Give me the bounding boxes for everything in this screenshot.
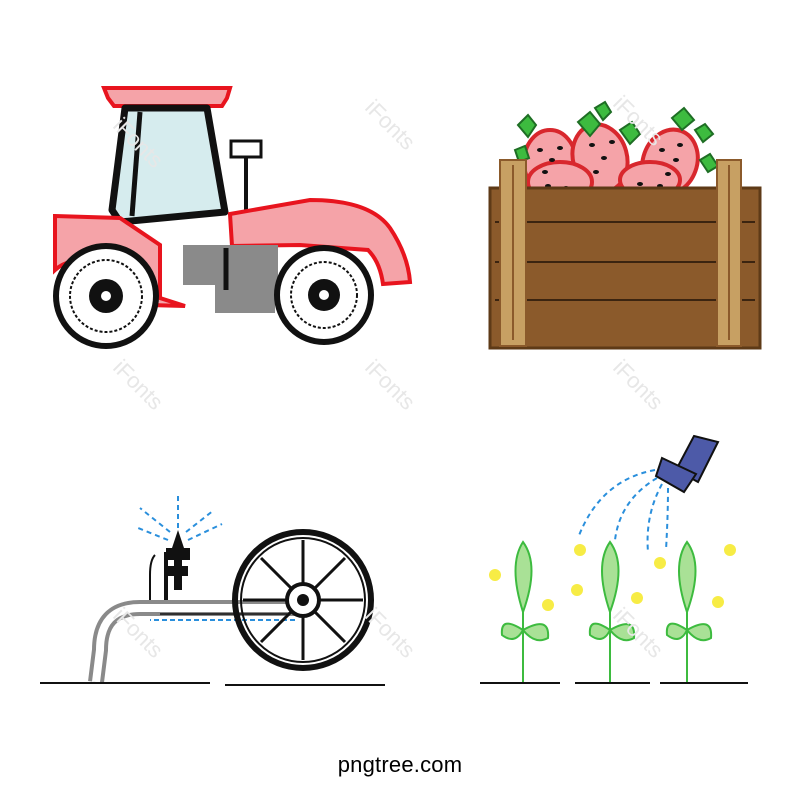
- sprinkler-reel-icon: [40, 492, 385, 686]
- tractor-icon: [53, 86, 413, 349]
- site-brand-footer: pngtree.com: [337, 752, 463, 777]
- fruit-crate-icon: [488, 100, 762, 350]
- hose-nozzle-icon: [654, 434, 720, 494]
- sparkle-icon: [489, 544, 736, 611]
- watering-sprouts-icon: [480, 434, 748, 684]
- strawberry-icon: [522, 122, 700, 204]
